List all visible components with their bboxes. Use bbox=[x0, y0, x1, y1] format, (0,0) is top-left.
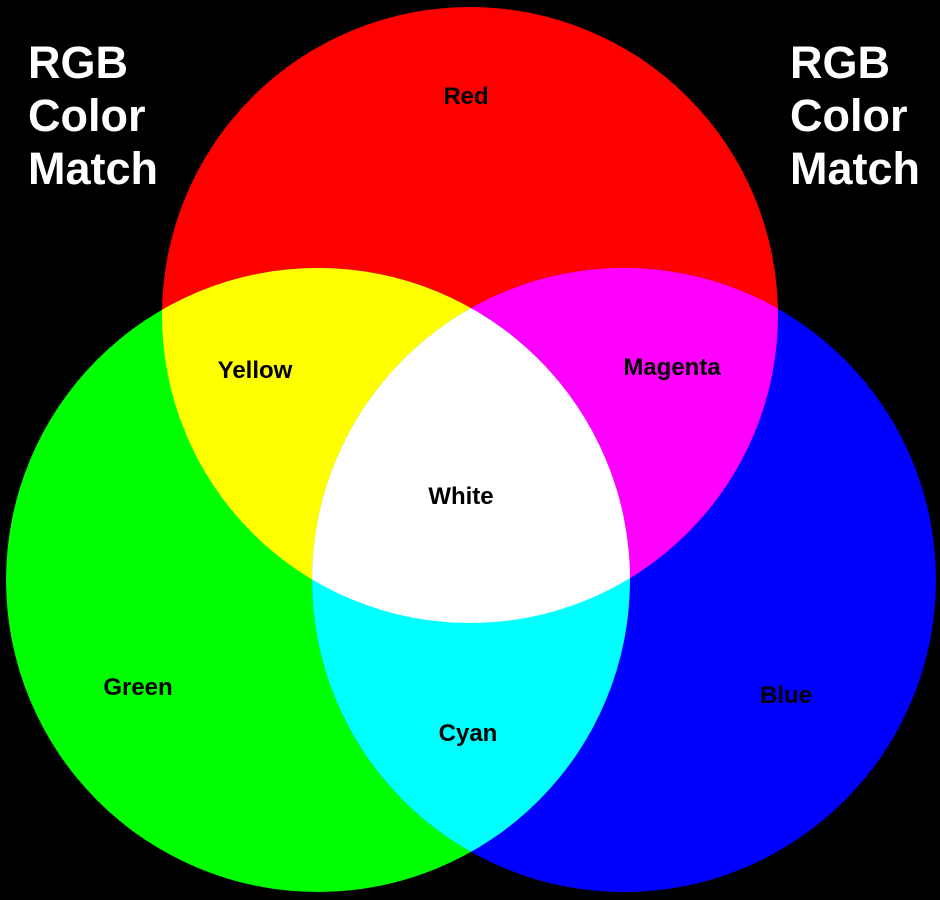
heading-right-line-1: RGB bbox=[790, 37, 890, 88]
white-overlap bbox=[312, 268, 630, 623]
yellow-label: Yellow bbox=[218, 357, 293, 384]
blue-label: Blue bbox=[760, 682, 812, 709]
white-label: White bbox=[428, 483, 493, 510]
green-label: Green bbox=[103, 674, 172, 701]
heading-right: RGB Color Match bbox=[790, 36, 920, 195]
red-label: Red bbox=[443, 83, 488, 110]
heading-left-line-3: Match bbox=[28, 143, 159, 194]
heading-left-line-2: Color bbox=[28, 90, 146, 141]
heading-right-line-2: Color bbox=[790, 90, 908, 141]
heading-left-line-1: RGB bbox=[28, 37, 128, 88]
heading-left: RGB Color Match bbox=[28, 36, 158, 195]
magenta-label: Magenta bbox=[623, 354, 721, 381]
cyan-label: Cyan bbox=[439, 720, 498, 747]
heading-right-line-3: Match bbox=[790, 143, 921, 194]
